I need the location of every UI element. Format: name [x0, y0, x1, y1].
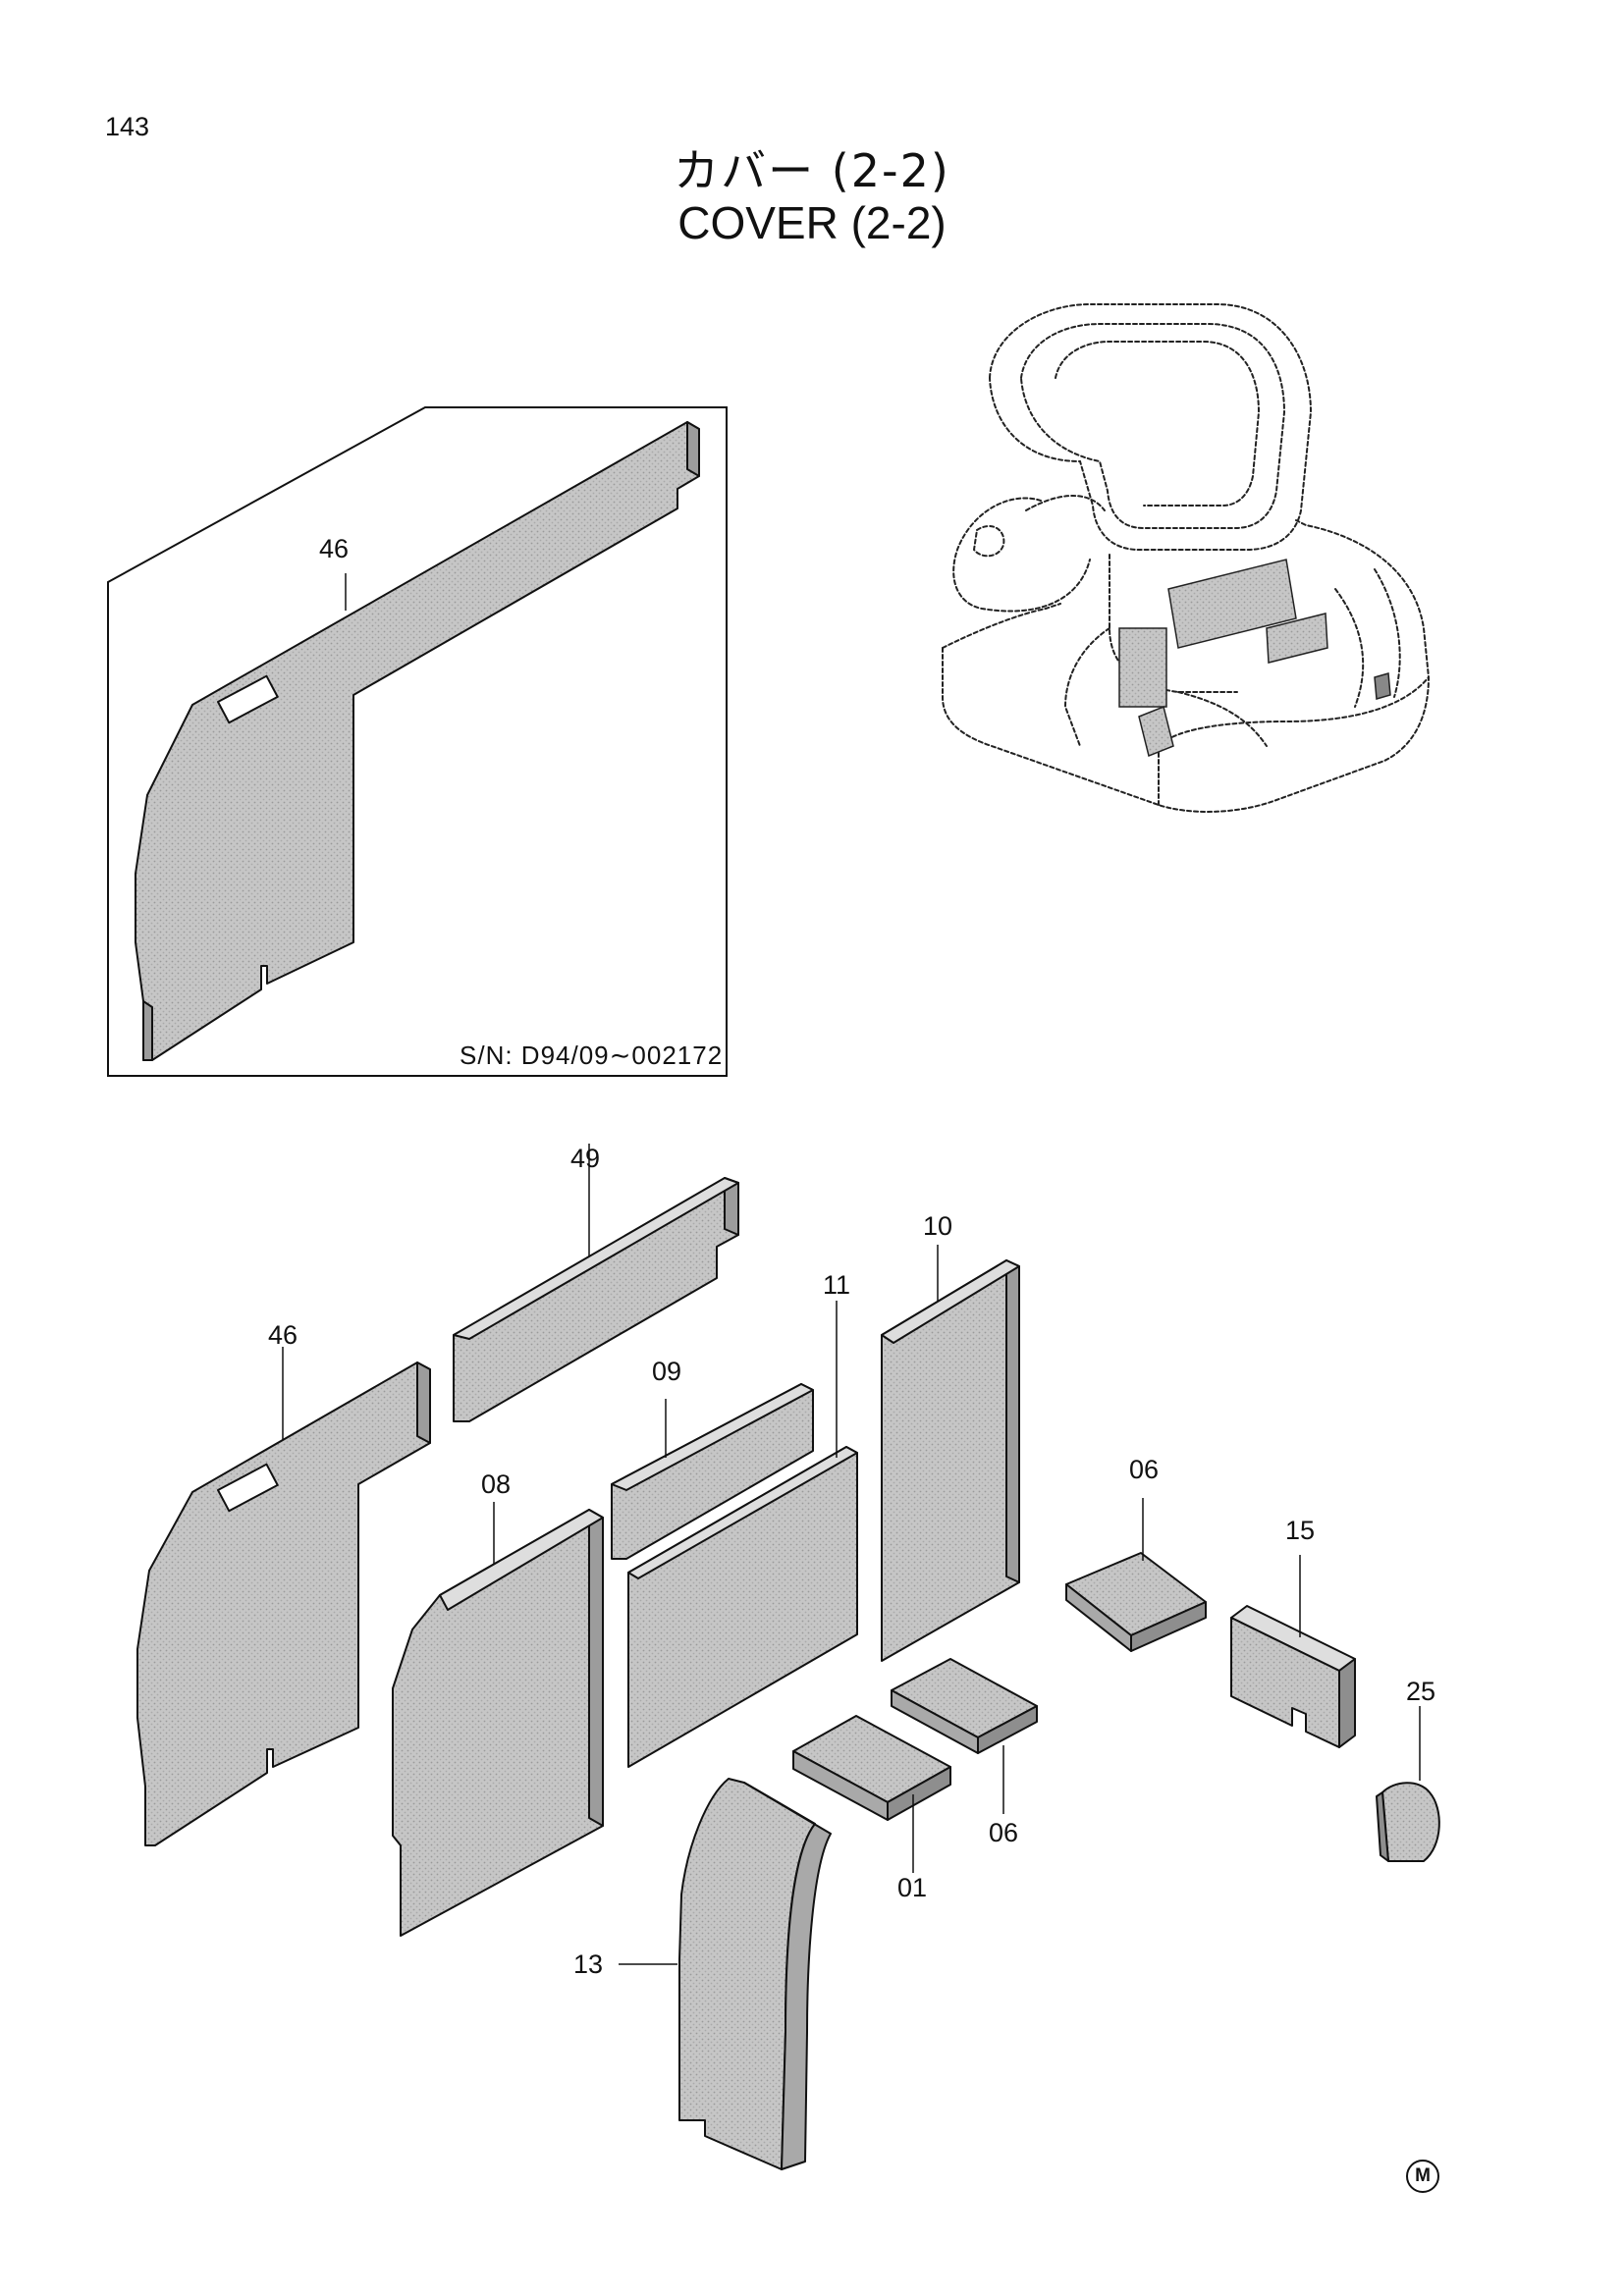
part-46: [136, 1347, 431, 1846]
page-title-english: COVER (2-2): [677, 197, 947, 248]
callout-11: 11: [823, 1270, 851, 1300]
callout-10: 10: [923, 1211, 953, 1241]
inset-frame: [107, 406, 728, 1077]
m-mark-symbol: M: [1406, 2160, 1439, 2193]
part-08: [392, 1502, 604, 1937]
serial-number-range: S/N: D94/09∼002172: [460, 1041, 724, 1070]
callout-01: 01: [897, 1873, 928, 1902]
excavator-highlighted-panels: [1118, 559, 1391, 758]
inset-part-46: [135, 421, 700, 1061]
part-49: [453, 1144, 739, 1422]
page-number: 143: [105, 112, 150, 141]
part-11: [627, 1301, 858, 1768]
part-06b: [891, 1658, 1038, 1814]
part-15: [1230, 1555, 1356, 1748]
callout-08: 08: [481, 1469, 512, 1499]
part-09: [611, 1383, 814, 1560]
page-title-japanese: カバー (2-2): [674, 144, 950, 197]
callout-49: 49: [570, 1144, 601, 1173]
callout-25: 25: [1406, 1677, 1436, 1706]
callout-13: 13: [573, 1949, 604, 1979]
part-10: [881, 1245, 1020, 1662]
callout-15: 15: [1285, 1516, 1316, 1545]
part-25: [1376, 1706, 1440, 1862]
callout-46: 46: [268, 1320, 298, 1350]
callout-09: 09: [652, 1357, 682, 1386]
callout-06-upper: 06: [1129, 1455, 1160, 1484]
part-13: [619, 1778, 832, 2170]
inset-callout-46: 46: [319, 534, 349, 563]
part-01: [792, 1715, 951, 1873]
callout-06-lower: 06: [989, 1818, 1019, 1847]
excavator-overview: [942, 303, 1431, 813]
part-06a: [1065, 1498, 1207, 1652]
